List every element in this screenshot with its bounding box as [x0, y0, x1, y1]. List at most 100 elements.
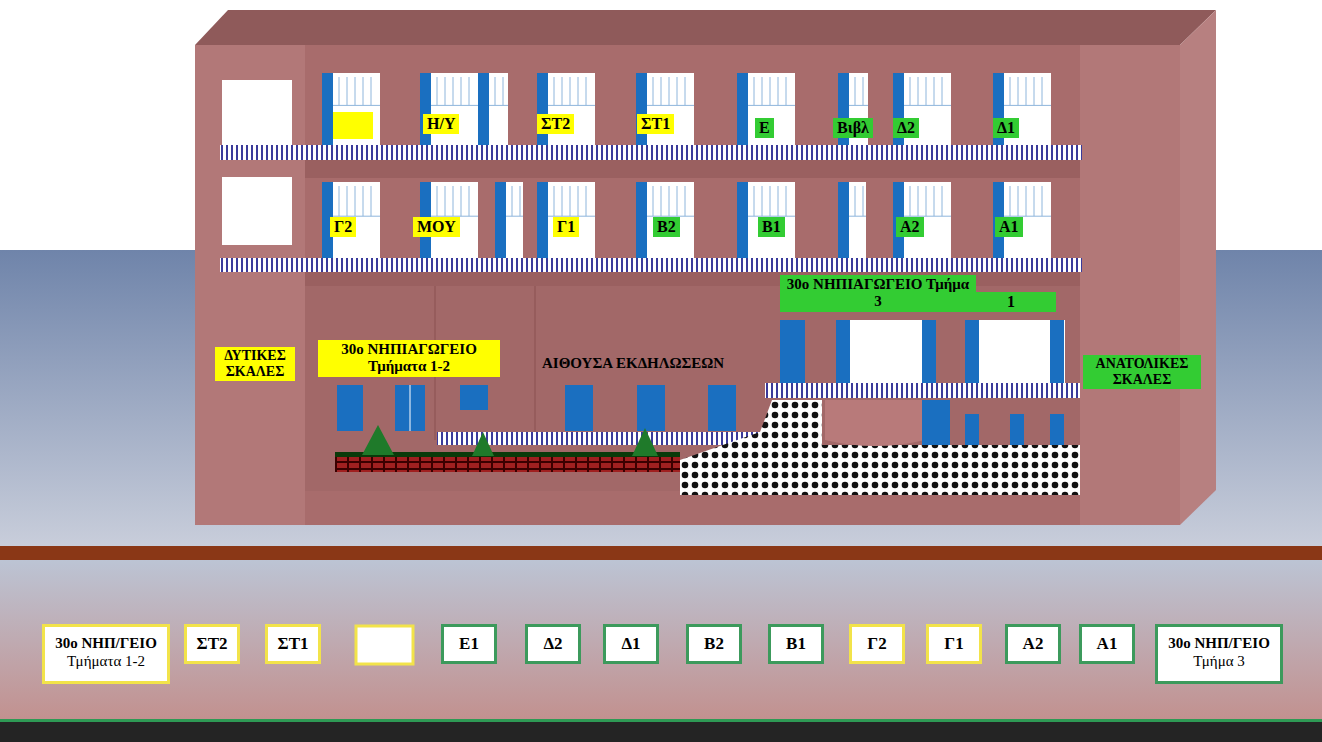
building-part	[942, 77, 943, 105]
building-part	[636, 73, 694, 145]
building-part	[737, 182, 748, 258]
building-part	[570, 186, 571, 216]
building-part	[748, 105, 795, 106]
room-tag: ΣΤ1	[637, 114, 674, 134]
room-name: Β1	[779, 634, 813, 654]
building-part	[0, 546, 1322, 560]
building-part	[685, 77, 686, 105]
building-part	[410, 385, 411, 431]
building-part	[478, 73, 489, 145]
window	[420, 73, 478, 145]
room-tag: Γ2	[330, 217, 356, 237]
room-tag: Δ1	[993, 118, 1019, 138]
window	[893, 182, 951, 258]
building-part	[965, 320, 1065, 383]
building-part	[562, 77, 563, 105]
room-name: Β2	[657, 218, 676, 236]
building-part	[220, 145, 1082, 160]
building-part	[437, 186, 438, 216]
building-part	[347, 186, 348, 216]
building-part	[578, 186, 579, 216]
building-part	[512, 186, 513, 216]
room-name: Ε1	[452, 634, 486, 654]
windows	[322, 73, 1051, 258]
building-part	[737, 73, 748, 145]
room-tag: Α1	[995, 217, 1023, 237]
building-part	[570, 77, 571, 105]
room-name: 30ο ΝΗΠΙΑΓΩΓΕΙΟ Τμήματα 1-2	[322, 341, 496, 376]
building-part	[1026, 186, 1027, 216]
room-name: Γ1	[937, 634, 971, 654]
room-tag: ΑΝΑΤΟΛΙΚΕΣ ΣΚΑΛΕΣ	[1083, 355, 1201, 389]
room-tag: Β1	[758, 217, 785, 237]
room-box: Δ1	[603, 624, 659, 664]
room-name: Α1	[1090, 634, 1124, 654]
building-part	[0, 719, 1322, 722]
building-part	[461, 186, 462, 216]
building-part	[918, 77, 919, 105]
building-part	[922, 320, 936, 383]
building-part	[922, 400, 950, 445]
building-part	[554, 77, 555, 105]
building-part	[647, 105, 694, 106]
window	[537, 73, 595, 145]
building-part	[653, 77, 654, 105]
building-part	[537, 182, 548, 258]
building-part	[460, 385, 488, 410]
building-part	[362, 425, 394, 455]
building-part	[1050, 414, 1064, 445]
room-name: Γ2	[334, 218, 352, 236]
building-part	[965, 414, 979, 445]
building-part	[838, 182, 866, 258]
building-part	[520, 186, 521, 216]
window	[478, 73, 508, 145]
window	[893, 73, 951, 145]
building-part	[562, 186, 563, 216]
building-part	[893, 182, 951, 258]
room-name: 1	[970, 293, 1052, 311]
room-name: ΑΝΑΤΟΛΙΚΕΣ ΣΚΑΛΕΣ	[1087, 356, 1197, 388]
building-part	[737, 182, 795, 258]
room-box: Α2	[1005, 624, 1061, 664]
window	[838, 73, 868, 145]
building-part	[863, 77, 864, 105]
building-part	[489, 105, 508, 106]
building-part	[754, 186, 755, 216]
building-part	[942, 186, 943, 216]
room-name: Βιβλ	[837, 119, 869, 137]
building-part	[0, 560, 1322, 722]
building-part	[1034, 186, 1035, 216]
room-box: Δ2	[525, 624, 581, 664]
window	[993, 73, 1051, 145]
building-part	[1010, 77, 1011, 105]
building-part	[632, 428, 658, 456]
building-part	[337, 385, 363, 431]
building-part	[1034, 77, 1035, 105]
building-part	[636, 182, 694, 258]
room-tag: ΣΤ2	[537, 114, 574, 134]
building-part	[495, 182, 506, 258]
building-part	[1010, 414, 1024, 445]
building-part	[669, 186, 670, 216]
building-part	[548, 105, 595, 106]
building-part	[0, 722, 1322, 742]
building-part	[849, 216, 866, 217]
building-part	[934, 77, 935, 105]
building-part	[554, 186, 555, 216]
building-part	[503, 77, 504, 105]
building-part	[355, 77, 356, 105]
room-name: ΣΤ1	[641, 115, 670, 133]
building-part	[737, 73, 795, 145]
building-part	[708, 385, 736, 431]
building-part	[1018, 77, 1019, 105]
building-part	[472, 432, 494, 456]
building-part	[910, 186, 911, 216]
building-part	[680, 400, 1080, 495]
building-part	[347, 77, 348, 105]
room-box: ΣΤ1	[265, 624, 321, 664]
building-part	[669, 77, 670, 105]
building-part	[786, 77, 787, 105]
building-part	[965, 320, 979, 383]
building-part	[910, 77, 911, 105]
room-box: Α1	[1079, 624, 1135, 664]
